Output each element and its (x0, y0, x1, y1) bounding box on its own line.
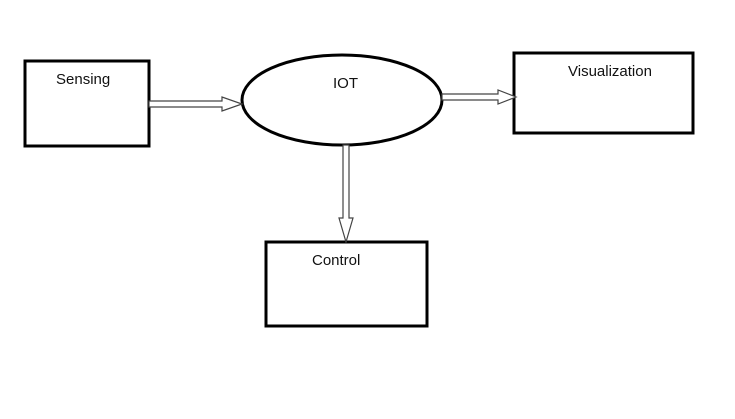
iot-node: IOT (240, 53, 444, 147)
iot-ellipse (240, 53, 444, 147)
arrow-iot-to-control (338, 144, 354, 245)
visualization-label: Visualization (568, 63, 652, 80)
control-node: Control (264, 240, 429, 328)
sensing-label: Sensing (56, 71, 110, 88)
visualization-box (512, 51, 695, 135)
control-label: Control (312, 252, 360, 269)
arrow-sensing-to-iot (148, 96, 244, 112)
sensing-node: Sensing (23, 59, 151, 148)
sensing-box (23, 59, 151, 148)
iot-label: IOT (333, 75, 358, 92)
visualization-node: Visualization (512, 51, 695, 135)
arrow-iot-to-visualization (441, 89, 518, 105)
